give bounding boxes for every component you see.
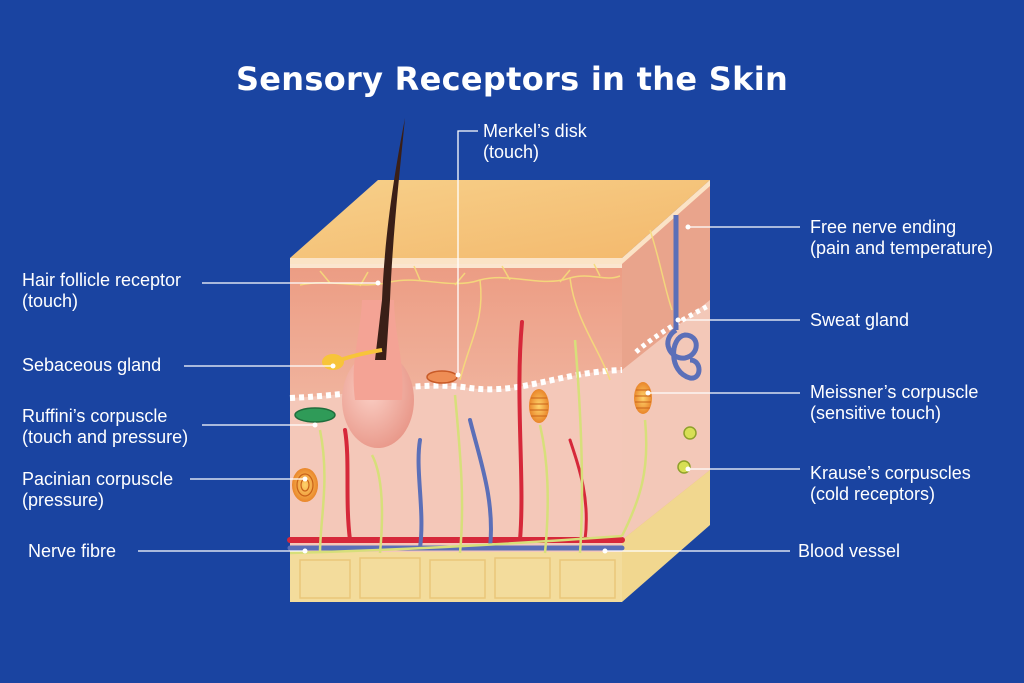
- label-pacinian-corpuscle: Pacinian corpuscle (pressure): [22, 469, 174, 510]
- label-ruffini-corpuscle: Ruffini’s corpuscle (touch and pressure): [22, 406, 189, 447]
- label-meissner-corpuscle: Meissner’s corpuscle (sensitive touch): [810, 382, 979, 423]
- merkel-disk-icon: [426, 370, 458, 384]
- label-krause-corpuscles: Krause’s corpuscles (cold receptors): [810, 463, 971, 504]
- nerve-fibres: [289, 339, 648, 555]
- leader-dots: [302, 224, 691, 554]
- label-sebaceous-gland: Sebaceous gland: [22, 355, 162, 375]
- label-free-nerve-ending: Free nerve ending (pain and temperature): [810, 217, 994, 258]
- hair-follicle: [342, 118, 414, 448]
- diagram-title: Sensory Receptors in the Skin: [235, 60, 789, 98]
- ruffini-corpuscle-icon: [294, 407, 336, 423]
- label-hair-follicle-receptor: Hair follicle receptor (touch): [22, 270, 182, 311]
- sweat-gland-icon: [665, 215, 702, 381]
- hair-icon: [375, 118, 405, 360]
- leader-lines: [138, 130, 800, 552]
- meissner-corpuscle-icon: [529, 382, 652, 423]
- label-nerve-fibre: Nerve fibre: [28, 541, 117, 561]
- nerve-network: [299, 229, 673, 381]
- label-blood-vessel: Blood vessel: [798, 541, 901, 561]
- label-merkel-disk: Merkel’s disk (touch): [483, 121, 587, 162]
- label-sweat-gland: Sweat gland: [810, 310, 910, 330]
- pacinian-corpuscle-icon: [292, 468, 318, 502]
